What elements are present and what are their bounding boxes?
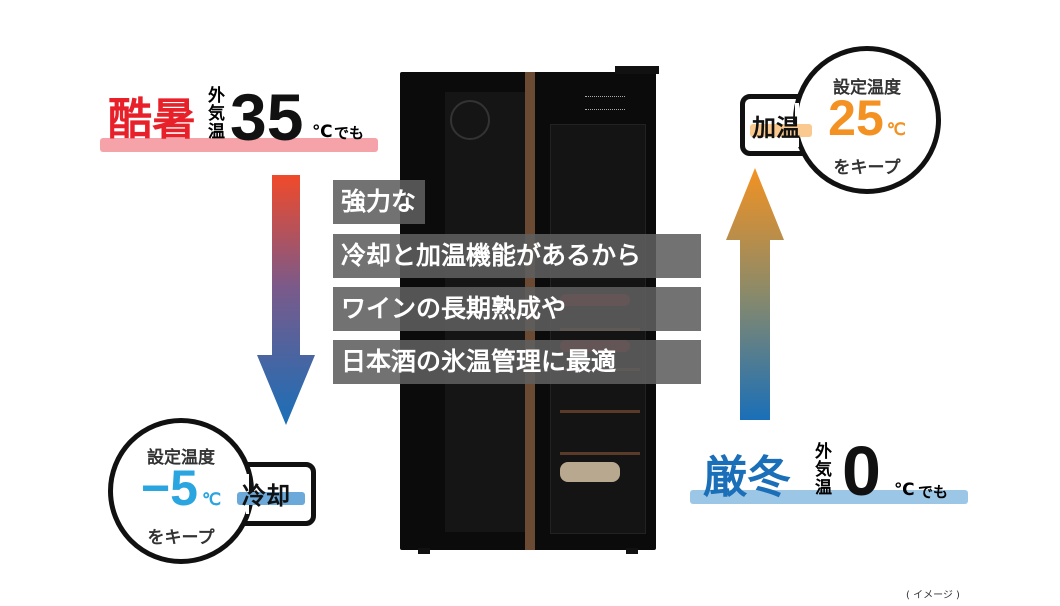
cooling-keep: をキープ [147, 528, 215, 548]
heating-bubble: 設定温度 25℃ をキープ [793, 46, 941, 194]
cooling-mode-highlight [237, 492, 305, 505]
cooling-bubble: 設定温度 −5℃ をキープ [108, 418, 254, 564]
headline-line-2: 冷却と加温機能があるから [333, 234, 701, 278]
heating-mode-highlight [750, 124, 812, 137]
hot-outside-label: 外気温 [204, 86, 224, 140]
hot-temp: 35 [230, 80, 304, 154]
cooling-mode-label: 冷却 [242, 482, 290, 510]
cooling-temp: −5 [140, 460, 198, 516]
cold-unit: ℃ [894, 480, 915, 500]
heating-heading: 設定温度 [833, 78, 901, 98]
headline-line-4: 日本酒の氷温管理に最適 [333, 340, 701, 384]
cold-temp: 0 [842, 432, 881, 510]
cold-outside-label: 外気温 [811, 442, 831, 496]
down-arrow-icon [257, 175, 315, 425]
headline-line-1: 強力な [333, 180, 425, 224]
cold-suffix: でも [918, 483, 949, 501]
heating-temp: 25 [828, 90, 884, 146]
cold-underline [690, 490, 968, 504]
headline-line-3: ワインの長期熟成や [333, 287, 701, 331]
heating-unit: ℃ [886, 120, 906, 139]
image-note: ( イメージ ) [906, 590, 960, 601]
cooling-unit: ℃ [201, 490, 222, 509]
hot-underline [100, 138, 378, 152]
hot-season-label: 酷暑 [108, 94, 196, 145]
hot-suffix: でも [334, 124, 365, 142]
cold-season-label: 厳冬 [703, 452, 791, 503]
cooling-heading: 設定温度 [147, 448, 215, 468]
heating-keep: をキープ [833, 158, 901, 178]
hot-unit: ℃ [312, 122, 333, 142]
heating-mode-label: 加温 [752, 114, 800, 142]
up-arrow-icon [726, 168, 784, 420]
